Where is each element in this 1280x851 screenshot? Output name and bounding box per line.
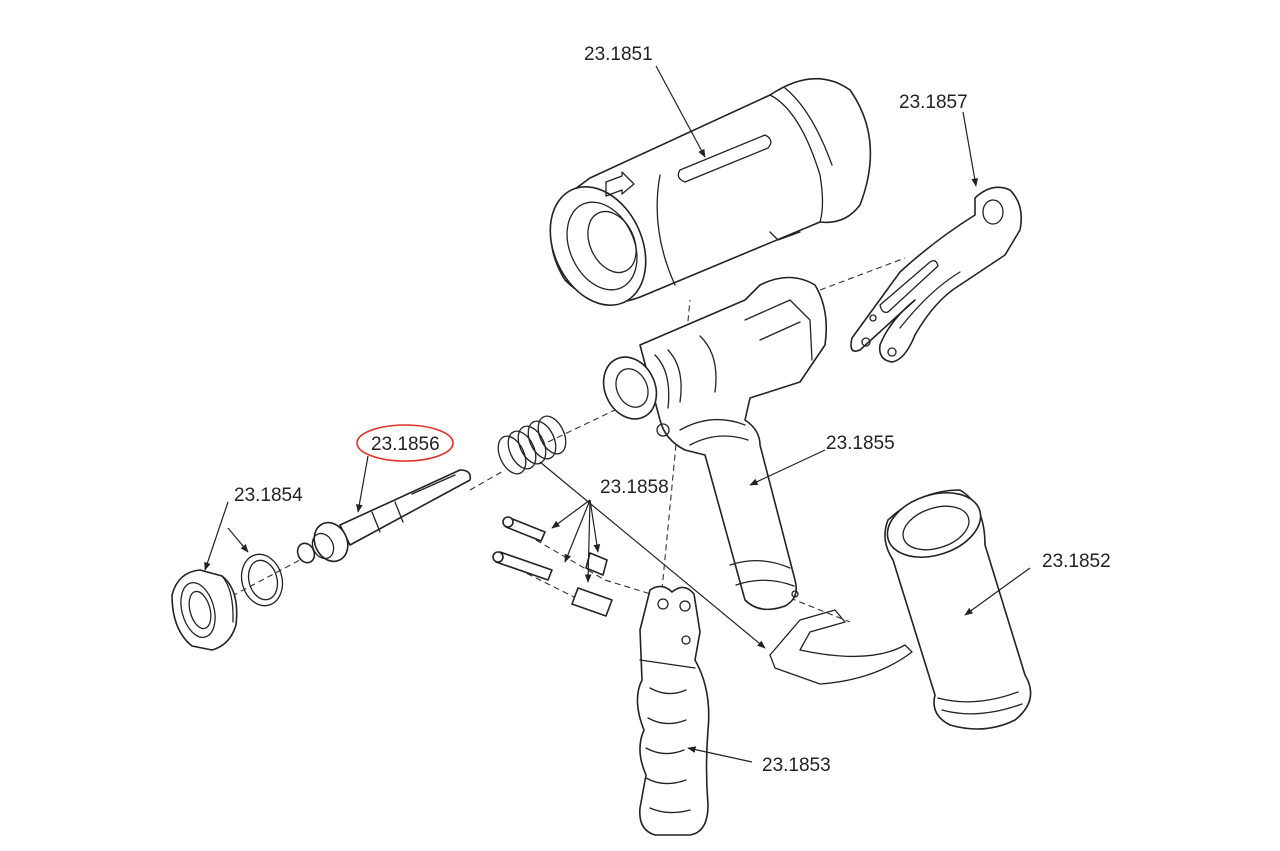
part-23-1854-nut-oring[interactable] [171,550,288,651]
part-23-1851-sleeve[interactable] [532,77,872,321]
label-23-1852[interactable]: 23.1852 [1042,551,1111,572]
part-23-1852-tube[interactable] [879,482,1032,730]
coil-spring [497,415,567,475]
label-23-1856[interactable]: 23.1856 [371,434,440,455]
leader-lines [204,65,1031,763]
label-23-1854[interactable]: 23.1854 [234,485,303,506]
label-23-1851[interactable]: 23.1851 [584,44,653,65]
label-23-1858[interactable]: 23.1858 [600,477,669,498]
label-23-1855[interactable]: 23.1855 [826,433,895,454]
wire-clip [769,609,913,685]
part-23-1857-lever[interactable] [850,186,1023,363]
part-labels: 23.1851 23.1857 23.1855 23.1856 23.1854 … [234,44,1111,776]
highlight-ellipse-23-1856 [356,424,454,462]
label-23-1853[interactable]: 23.1853 [762,755,831,776]
part-23-1858-pins[interactable] [492,516,613,617]
part-23-1853-handle[interactable] [636,585,710,836]
part-23-1856-spindle[interactable] [295,469,472,567]
label-23-1857[interactable]: 23.1857 [899,92,968,113]
part-23-1855-body[interactable] [594,276,828,611]
